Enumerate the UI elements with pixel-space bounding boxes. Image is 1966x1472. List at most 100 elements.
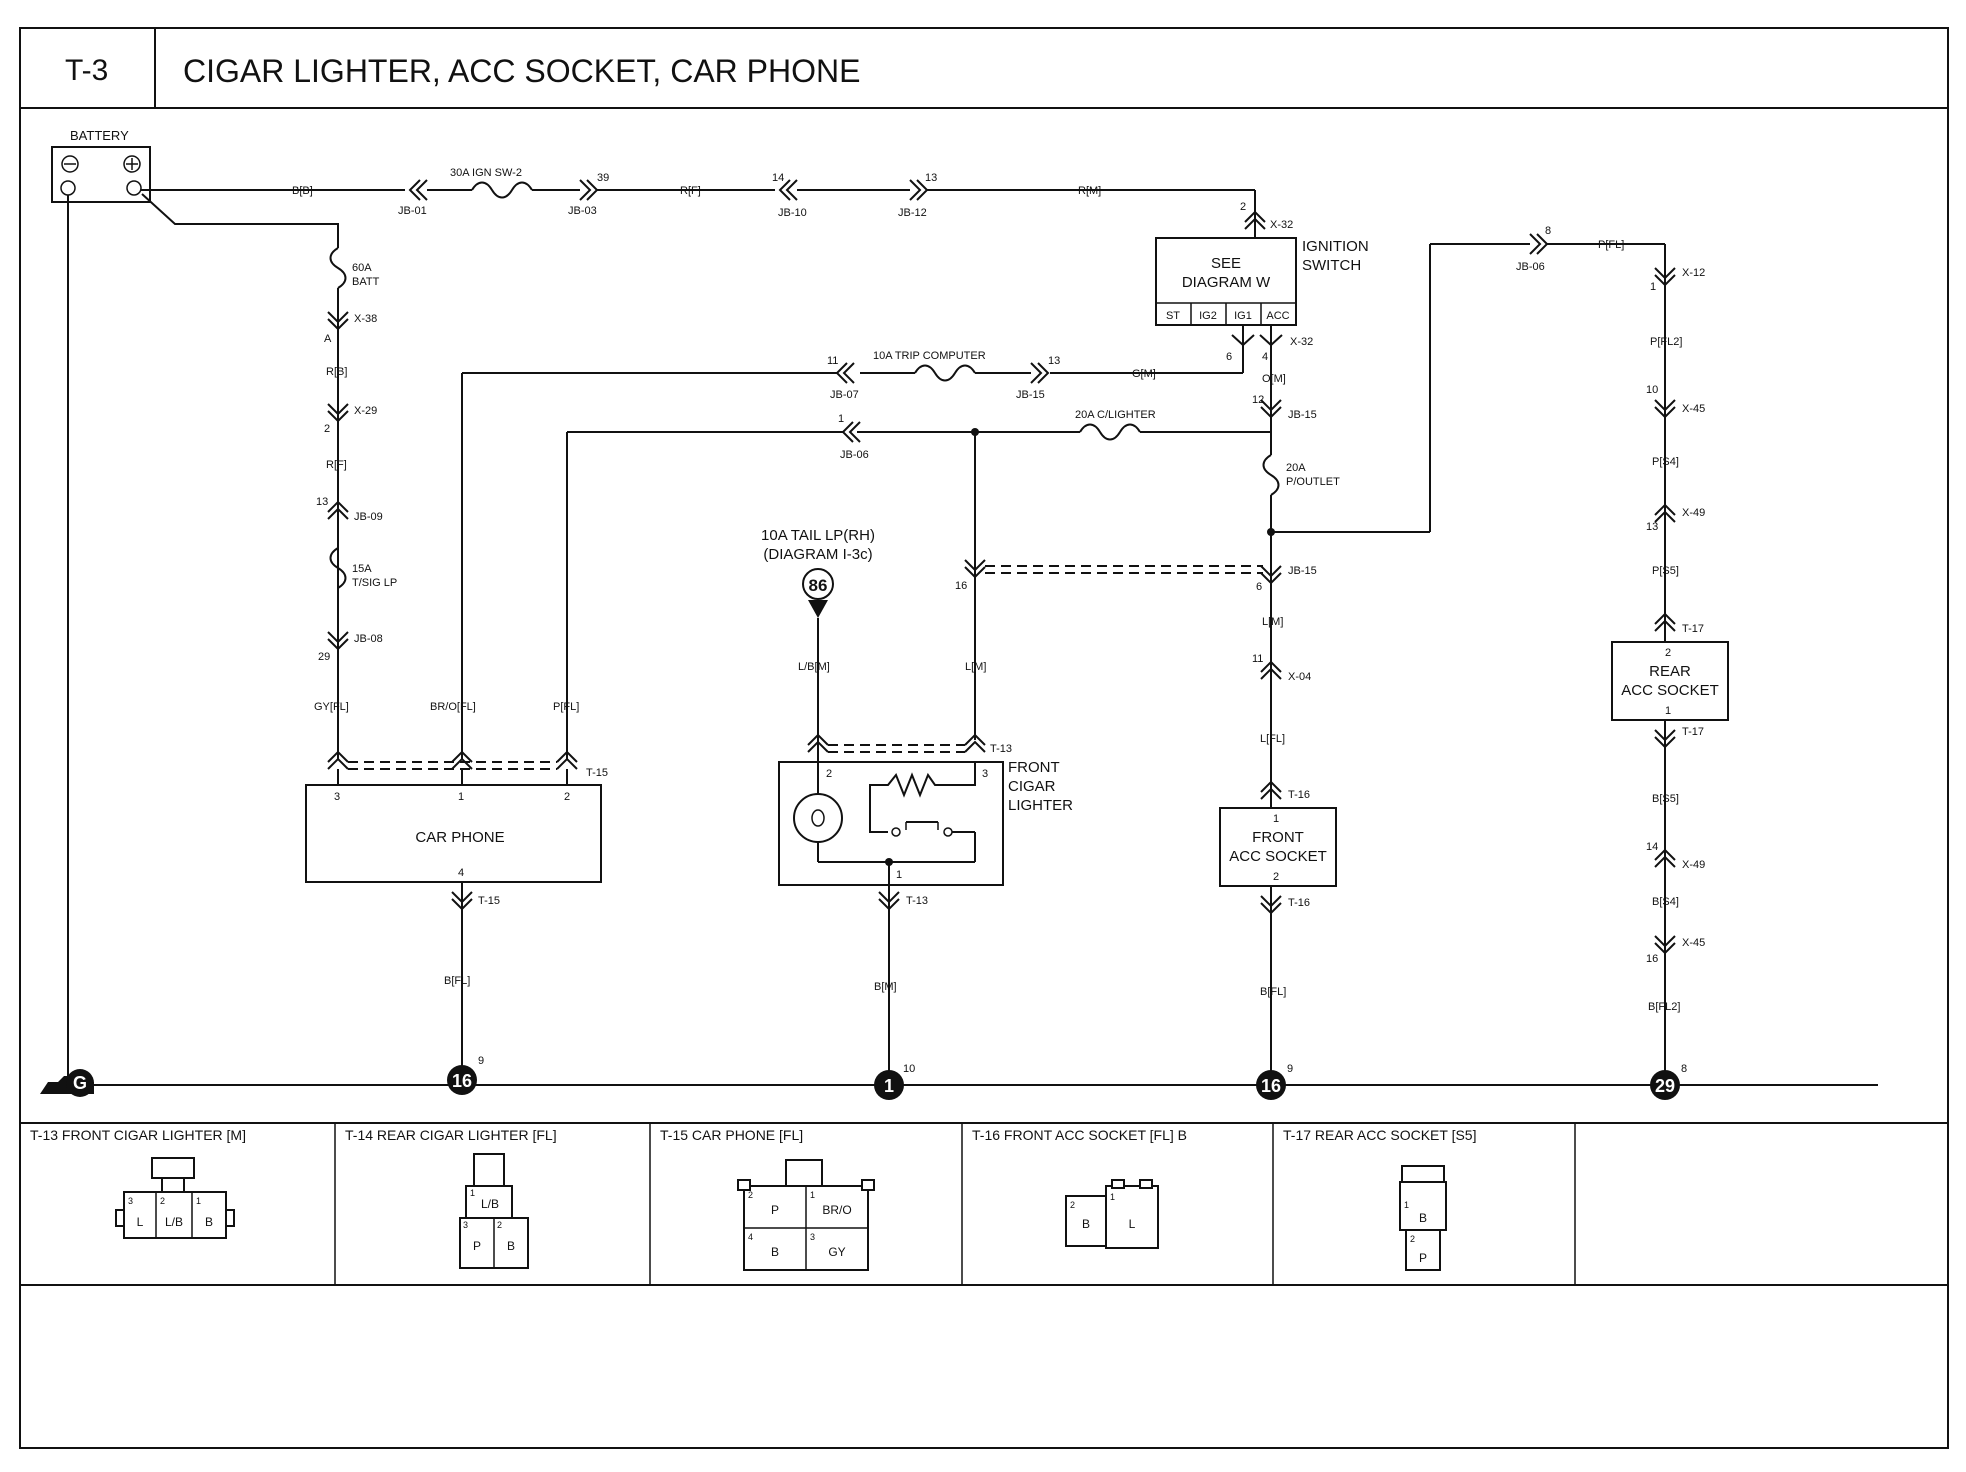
x45a-chevron2 — [1654, 406, 1676, 419]
t13-chevron-a2 — [807, 740, 829, 753]
jb09-label: JB-09 — [354, 511, 383, 523]
car-phone-label: CAR PHONE — [415, 829, 504, 846]
battery-minus-terminal — [61, 155, 79, 173]
x49a-chevron2 — [1654, 510, 1676, 523]
wire-label-bfl-b: B[FL] — [1260, 986, 1286, 998]
x45b-chevron — [1654, 935, 1676, 948]
t16a-chevron2 — [1260, 787, 1282, 800]
t17b-chevron2 — [1654, 736, 1676, 749]
conn-t17-num-2: 2 — [1410, 1234, 1415, 1244]
conn-title-t17: T-17 REAR ACC SOCKET [S5] — [1283, 1127, 1476, 1143]
battery-label: BATTERY — [70, 128, 129, 143]
ignition-switch-label-1: IGNITION — [1302, 238, 1369, 255]
t17b-chevron — [1654, 729, 1676, 742]
wire-label-lbm: L/B[M] — [798, 661, 830, 673]
pin-16-x45: 16 — [1646, 953, 1658, 965]
conn-t17-cell-1: B — [1419, 1211, 1427, 1225]
pin-g8: 8 — [1681, 1063, 1687, 1075]
ground-16b — [1256, 1070, 1286, 1100]
x04-chevron2 — [1260, 667, 1282, 680]
jb03-chevron2 — [586, 179, 599, 201]
conn-title-t13: T-13 FRONT CIGAR LIGHTER [M] — [30, 1127, 246, 1143]
conn-t15-num-3: 4 — [748, 1232, 753, 1242]
tail-ref-1: 10A TAIL LP(RH) — [761, 527, 875, 544]
x12-label: X-12 — [1682, 267, 1705, 279]
ground-29-label: 29 — [1655, 1076, 1675, 1096]
pin-13: 13 — [925, 172, 937, 184]
conn-t15-num-4: 3 — [810, 1232, 815, 1242]
x04-chevron — [1260, 660, 1282, 673]
ground-16b-label: 16 — [1261, 1076, 1281, 1096]
pin-fa1: 1 — [1273, 813, 1279, 825]
t16b-label: T-16 — [1288, 897, 1310, 909]
x49a-chevron — [1654, 503, 1676, 516]
pin-1-jb06: 1 — [838, 413, 844, 425]
wire-label-gm: G[M] — [1132, 368, 1156, 380]
wire-label-lfl: L[FL] — [1260, 733, 1285, 745]
rear-acc-label-1: REAR — [1649, 663, 1691, 680]
pin-29: 29 — [318, 651, 330, 663]
t17a-chevron — [1654, 612, 1676, 625]
jb10-chevron — [778, 179, 791, 201]
conn-t13-shape — [115, 1157, 235, 1239]
jb06a-chevron2 — [848, 421, 861, 443]
pin-6: 6 — [1226, 351, 1232, 363]
pin-14-x49: 14 — [1646, 841, 1658, 853]
x45a-label: X-45 — [1682, 403, 1705, 415]
pin-2-top: 2 — [1240, 201, 1246, 213]
conn-t13-num-1: 3 — [128, 1196, 133, 1206]
x45b-label: X-45 — [1682, 937, 1705, 949]
t13b-chevron — [878, 891, 900, 904]
ignition-term-acc: ACC — [1266, 310, 1289, 322]
jb15c-cigar-chevron2 — [964, 566, 986, 579]
cigar-heater — [869, 762, 976, 833]
x49b-chevron — [1654, 848, 1676, 861]
conn-t15-num-2: 1 — [810, 1190, 815, 1200]
t15-chevron-c — [556, 750, 578, 763]
wire-label-bs5: B[S5] — [1652, 793, 1679, 805]
x38-chevron2 — [327, 318, 349, 331]
jb06b-label: JB-06 — [1516, 261, 1545, 273]
conn-t13-cell-1: L — [137, 1215, 144, 1229]
battery-plus-terminal — [123, 155, 141, 173]
pin-11b: 11 — [1252, 653, 1263, 665]
conn-t14-num-3: 2 — [497, 1220, 502, 1230]
jb10-label: JB-10 — [778, 207, 807, 219]
wire-label-rb: R[B] — [326, 366, 347, 378]
tail-ref-circle — [802, 568, 834, 600]
rear-acc-socket — [1611, 641, 1729, 721]
t15b-label: T-15 — [478, 895, 500, 907]
tail-ref-num: 86 — [809, 576, 828, 595]
tail-ref-arrow — [808, 600, 828, 618]
jb08-chevron — [327, 631, 349, 644]
pin-cl3: 3 — [982, 768, 988, 780]
pin-13-jb09: 13 — [316, 496, 328, 508]
t15a-label: T-15 — [586, 767, 608, 779]
t15-chevron-a2 — [327, 757, 349, 770]
conn-t16-num-1: 2 — [1070, 1200, 1075, 1210]
conn-t17-cell-2: P — [1419, 1251, 1427, 1265]
pin-ra2: 2 — [1665, 647, 1671, 659]
jb03-label: JB-03 — [568, 205, 597, 217]
x49b-label: X-49 — [1682, 859, 1705, 871]
conn-t15-cell-1: P — [771, 1203, 779, 1217]
pin-39: 39 — [597, 172, 609, 184]
fuse-batt-label: BATT — [352, 276, 380, 288]
ignition-see-label: SEE — [1211, 255, 1241, 272]
jb15c-chevron2 — [1260, 572, 1282, 585]
jb08-label: JB-08 — [354, 633, 383, 645]
ignition-term-st: ST — [1166, 310, 1180, 322]
front-acc-label-2: ACC SOCKET — [1229, 848, 1327, 865]
fuse-60a-label: 60A — [352, 262, 372, 274]
tail-ref-2: (DIAGRAM I-3c) — [763, 546, 872, 563]
x38-label: X-38 — [354, 313, 377, 325]
fuse-poutlet-label-2: P/OUTLET — [1286, 476, 1340, 488]
x32a-chevron — [1244, 210, 1266, 223]
conn-title-t15: T-15 CAR PHONE [FL] — [660, 1127, 803, 1143]
x32b-label: X-32 — [1290, 336, 1313, 348]
jb09-chevron — [327, 500, 349, 513]
t15-chevron-a — [327, 750, 349, 763]
t13-chevron-a — [807, 733, 829, 746]
jb01-chevron — [408, 179, 421, 201]
jb15a-label: JB-15 — [1288, 409, 1317, 421]
